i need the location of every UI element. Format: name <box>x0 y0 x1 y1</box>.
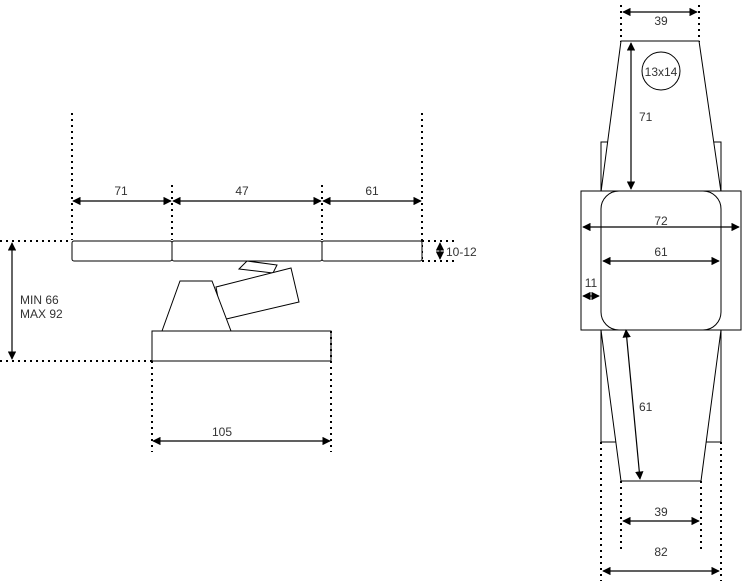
tabletop-segment-middle <box>171 240 323 262</box>
tabletop-segment-right <box>321 240 423 262</box>
base <box>151 330 332 362</box>
label-base-width: 105 <box>212 425 232 439</box>
label-height-min: MIN 66 <box>20 293 59 307</box>
top-view: 39 13x14 71 72 61 11 61 39 <box>580 5 742 581</box>
label-seat-width: 61 <box>654 245 668 259</box>
label-foot-width: 39 <box>654 505 668 519</box>
label-thickness: 10-12 <box>446 245 477 259</box>
label-total-width: 72 <box>654 214 668 228</box>
side-view: 71 47 61 10-12 MIN 66 MAX 92 105 <box>0 113 477 452</box>
dimension-leg-length <box>622 329 644 480</box>
label-head-width: 39 <box>654 14 668 28</box>
tilt-mechanism <box>215 267 300 321</box>
label-armrest-width: 11 <box>585 276 598 290</box>
label-right-segment: 61 <box>365 184 379 198</box>
head-rest-circle <box>641 51 681 91</box>
label-height-max: MAX 92 <box>20 307 63 321</box>
tabletop-segment-left <box>71 240 173 262</box>
link-bracket <box>237 260 278 274</box>
label-head-length: 71 <box>639 110 653 124</box>
label-middle-segment: 47 <box>235 184 249 198</box>
label-overall-base-width: 82 <box>654 545 668 559</box>
label-head-rest: 13x14 <box>645 65 678 79</box>
label-left-segment: 71 <box>114 184 128 198</box>
leg-section <box>600 329 722 482</box>
label-leg-length: 61 <box>639 400 653 414</box>
